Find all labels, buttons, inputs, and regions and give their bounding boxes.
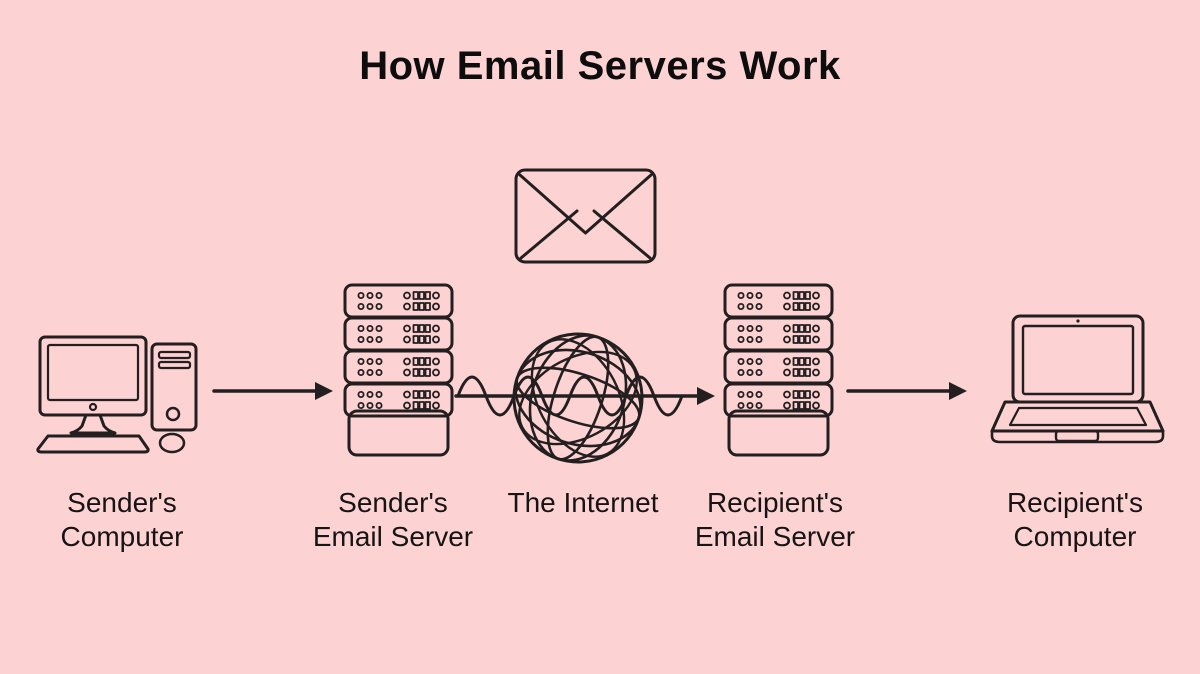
label-recipient-email-server: Recipient's Email Server [675,486,875,554]
label-recipient-computer: Recipient's Computer [975,486,1175,554]
desktop-computer-icon [36,335,198,454]
label-line: Recipient's [706,487,844,518]
label-line: Email Server [312,521,474,552]
label-line: Sender's [67,487,177,518]
label-sender-email-server: Sender's Email Server [293,486,493,554]
label-line: Sender's [338,487,448,518]
label-line: Recipient's [1006,487,1144,518]
sender-server-rack-icon [345,285,452,455]
label-sender-computer: Sender's Computer [22,486,222,554]
signal-wave-arrow-icon [454,375,715,417]
email-envelope-icon [514,168,657,264]
label-the-internet: The Internet [483,486,683,520]
label-line: Computer [60,521,184,552]
globe-icon [512,332,644,464]
label-line: The Internet [507,487,659,518]
page-title: How Email Servers Work [359,44,841,88]
label-line: Computer [1013,521,1137,552]
arrow-right-icon [846,382,967,400]
label-line: Email Server [694,521,856,552]
arrow-right-icon [212,382,333,400]
recipient-server-rack-icon [725,285,832,455]
laptop-icon [990,314,1165,444]
